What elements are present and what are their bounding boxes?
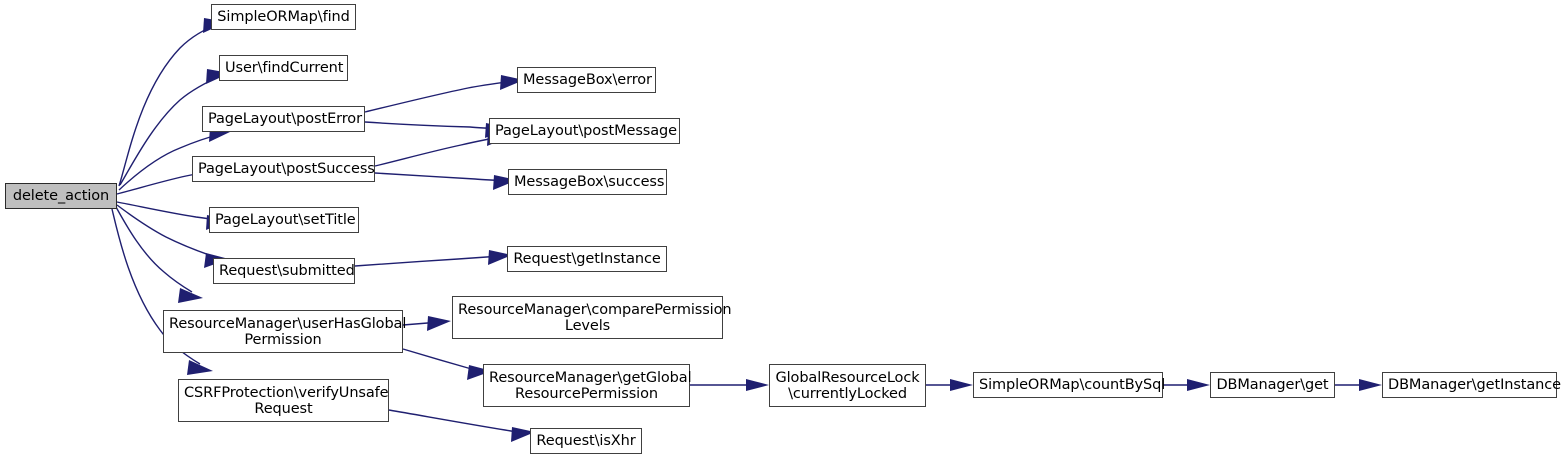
graph-node-label: PageLayout\postMessage — [495, 123, 677, 139]
graph-node-pagelayout-postmessage[interactable]: PageLayout\postMessage — [489, 118, 680, 144]
graph-node-pagelayout-postsuccess[interactable]: PageLayout\postSuccess — [192, 156, 375, 182]
graph-node-simpleormap-find[interactable]: SimpleORMap\find — [211, 4, 356, 30]
graph-node-request-submitted[interactable]: Request\submitted — [213, 258, 355, 284]
graph-node-label: CSRFProtection\verifyUnsafe Request — [184, 384, 389, 417]
graph-node-label: ResourceManager\getGlobal ResourcePermis… — [489, 369, 692, 402]
graph-node-label: delete_action — [12, 188, 110, 204]
graph-node-pagelayout-posterror[interactable]: PageLayout\postError — [202, 106, 365, 132]
graph-node-label: Request\getInstance — [513, 251, 661, 267]
graph-node-simpleormap-countbysql[interactable]: SimpleORMap\countBySql — [973, 372, 1166, 398]
graph-node-label: ResourceManager\userHasGlobal Permission — [169, 315, 407, 348]
graph-node-delete-action[interactable]: delete_action — [5, 183, 117, 209]
graph-node-dbmanager-getinstance[interactable]: DBManager\getInstance — [1382, 372, 1561, 398]
graph-node-pagelayout-settitle[interactable]: PageLayout\setTitle — [209, 207, 359, 233]
graph-node-label: PageLayout\postSuccess — [198, 161, 375, 177]
graph-node-globalresourcelock-currentlylocked[interactable]: GlobalResourceLock \currentlyLocked — [769, 364, 926, 407]
graph-node-label: PageLayout\setTitle — [215, 212, 356, 228]
graph-node-dbmanager-get[interactable]: DBManager\get — [1210, 372, 1335, 398]
graph-node-csrf-verifyunsaferequest[interactable]: CSRFProtection\verifyUnsafe Request — [178, 379, 389, 422]
graph-node-user-findcurrent[interactable]: User\findCurrent — [219, 55, 348, 81]
graph-node-label: SimpleORMap\countBySql — [979, 377, 1166, 393]
graph-node-label: DBManager\getInstance — [1388, 377, 1561, 393]
graph-node-request-isxhr[interactable]: Request\isXhr — [530, 428, 642, 454]
graph-node-label: PageLayout\postError — [208, 111, 362, 127]
graph-node-label: DBManager\get — [1216, 377, 1329, 393]
graph-node-rm-getglobalresourcepermission[interactable]: ResourceManager\getGlobal ResourcePermis… — [483, 364, 692, 407]
graph-node-label: SimpleORMap\find — [217, 9, 350, 25]
graph-node-request-getinstance[interactable]: Request\getInstance — [507, 246, 667, 272]
graph-node-label: Request\isXhr — [536, 433, 636, 449]
graph-node-messagebox-success[interactable]: MessageBox\success — [508, 169, 667, 195]
graph-node-rm-comparepermissionlevels[interactable]: ResourceManager\comparePermission Levels — [452, 296, 732, 339]
graph-node-label: MessageBox\success — [514, 174, 665, 190]
graph-node-label: Request\submitted — [219, 263, 355, 279]
graph-node-label: GlobalResourceLock \currentlyLocked — [775, 369, 920, 402]
graph-node-rm-userhasglobalpermission[interactable]: ResourceManager\userHasGlobal Permission — [163, 310, 407, 353]
graph-node-label: MessageBox\error — [523, 72, 652, 88]
graph-node-label: User\findCurrent — [225, 60, 344, 76]
graph-node-label: ResourceManager\comparePermission Levels — [458, 301, 732, 334]
graph-node-messagebox-error[interactable]: MessageBox\error — [517, 67, 656, 93]
